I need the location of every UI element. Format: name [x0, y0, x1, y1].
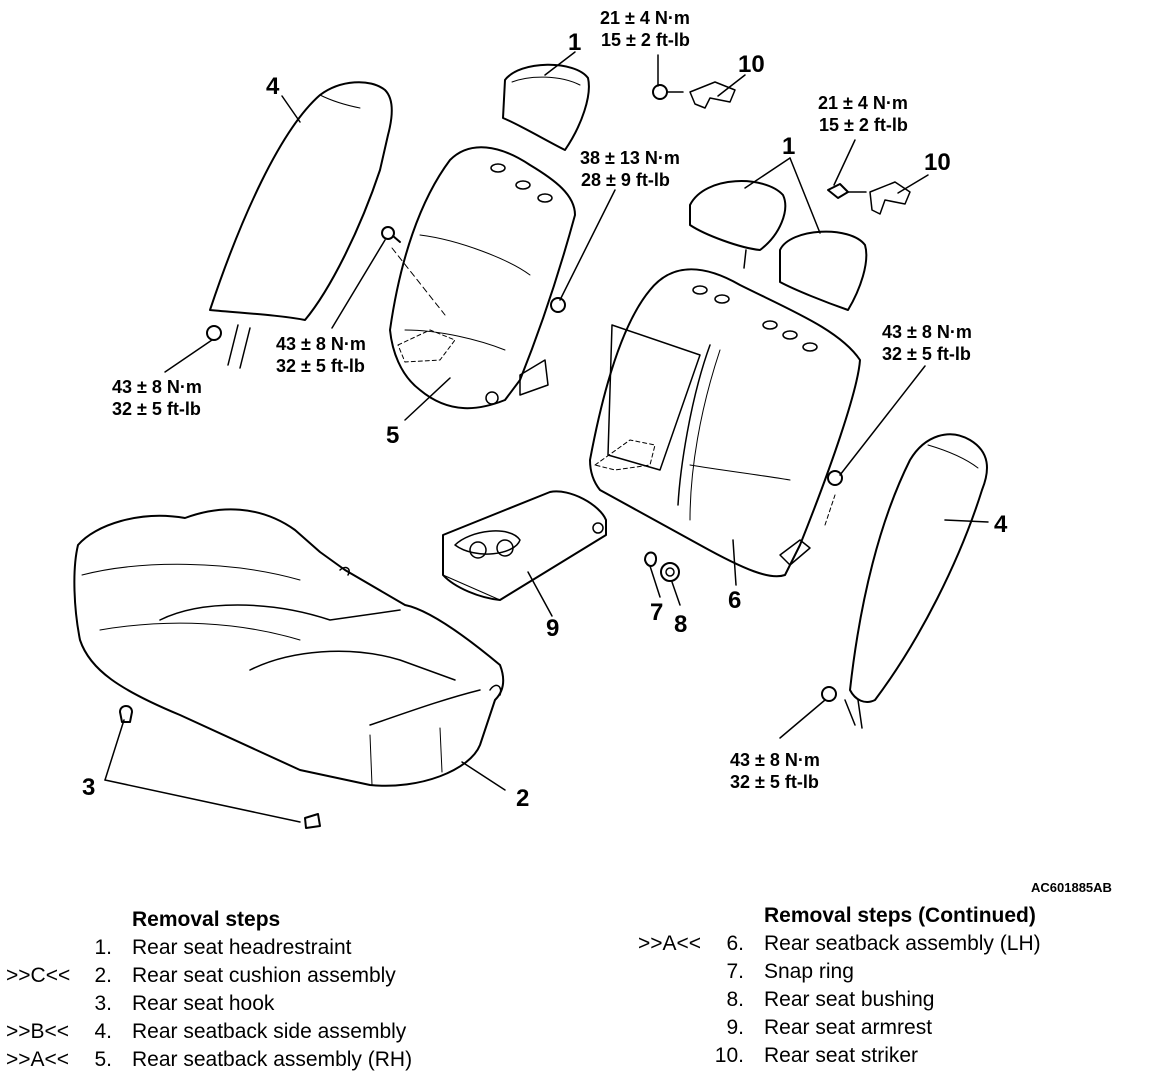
step-row: 7. Snap ring	[630, 958, 1150, 986]
torque-side-right-ftlb: 32 ± 5 ft-lb	[730, 772, 819, 792]
removal-steps-title: Removal steps	[0, 906, 560, 934]
callout-4-left: 4	[266, 73, 280, 100]
seatback-side-left	[206, 81, 393, 369]
torque-seatback-rh-ftlb: 28 ± 9 ft-lb	[581, 170, 670, 190]
torque-seatback-lh-nm: 43 ± 8 N·m	[882, 322, 972, 342]
step-text: Rear seatback assembly (RH)	[132, 1048, 413, 1071]
removal-steps-continued-heading: Removal steps (Continued)	[764, 904, 1036, 927]
step-text: Rear seat bushing	[764, 988, 935, 1011]
step-number: 3.	[94, 992, 112, 1015]
step-text: Rear seat headrestraint	[132, 936, 352, 959]
step-text: Rear seatback side assembly	[132, 1020, 407, 1043]
striker-top	[652, 81, 736, 109]
step-number: 2.	[94, 964, 112, 987]
headrest-center	[502, 63, 590, 151]
callout-5: 5	[386, 422, 399, 449]
torque-striker-right-nm: 21 ± 4 N·m	[818, 93, 908, 113]
figure-code: AC601885AB	[1031, 880, 1112, 895]
seatback-side-right	[821, 433, 988, 729]
step-row: 8. Rear seat bushing	[630, 986, 1150, 1014]
torque-seatback-rh-nm: 38 ± 13 N·m	[580, 148, 680, 168]
seat-hook-left	[119, 705, 133, 723]
removal-steps-left: Removal steps 1. Rear seat headrestraint…	[0, 906, 560, 1074]
step-number: 1.	[94, 936, 112, 959]
step-number: 4.	[94, 1020, 112, 1043]
callout-7: 7	[650, 599, 663, 626]
seatback-lh	[589, 268, 861, 578]
torque-seatback-rh-left-ftlb: 32 ± 5 ft-lb	[276, 356, 365, 376]
removal-steps-title: Removal steps (Continued)	[630, 902, 1150, 930]
step-row: 9. Rear seat armrest	[630, 1014, 1150, 1042]
snap-ring	[644, 551, 658, 567]
seat-bushing	[660, 562, 680, 582]
step-tag: >>B<<	[6, 1020, 70, 1043]
callout-3: 3	[82, 774, 95, 801]
step-tag: >>A<<	[6, 1048, 70, 1071]
step-tag: >>C<<	[6, 964, 71, 987]
step-row: >>A<< 5. Rear seatback assembly (RH)	[0, 1046, 560, 1074]
bolt-rh-right	[550, 297, 566, 313]
step-text: Rear seatback assembly (LH)	[764, 932, 1041, 955]
step-row: 3. Rear seat hook	[0, 990, 560, 1018]
callout-9: 9	[546, 615, 559, 642]
callout-6: 6	[728, 587, 741, 614]
torque-side-right-nm: 43 ± 8 N·m	[730, 750, 820, 770]
step-number: 10.	[714, 1044, 744, 1067]
step-number: 7.	[726, 960, 744, 983]
callout-4-right: 4	[994, 511, 1008, 538]
step-row: >>C<< 2. Rear seat cushion assembly	[0, 962, 560, 990]
step-row: >>A<< 6. Rear seatback assembly (LH)	[630, 930, 1150, 958]
step-text: Rear seat armrest	[764, 1016, 933, 1039]
callout-10-top: 10	[738, 51, 765, 78]
bolt-rh-upper	[381, 226, 446, 316]
armrest	[442, 490, 607, 601]
torque-seatback-lh-ftlb: 32 ± 5 ft-lb	[882, 344, 971, 364]
torque-striker-right-ftlb: 15 ± 2 ft-lb	[819, 115, 908, 135]
removal-steps-right: Removal steps (Continued) >>A<< 6. Rear …	[630, 902, 1150, 1070]
leader-lines	[104, 51, 989, 823]
step-number: 5.	[94, 1048, 112, 1071]
torque-top-ftlb: 15 ± 2 ft-lb	[601, 30, 690, 50]
torque-seatback-rh-left-nm: 43 ± 8 N·m	[276, 334, 366, 354]
bolt-lh-right	[824, 470, 843, 526]
step-text: Rear seat hook	[132, 992, 275, 1015]
callout-1-top: 1	[568, 29, 581, 56]
step-row: 10. Rear seat striker	[630, 1042, 1150, 1070]
seat-hook-right	[304, 813, 321, 829]
seatback-rh	[389, 146, 576, 410]
callout-8: 8	[674, 611, 687, 638]
callout-1-right: 1	[782, 133, 795, 160]
step-text: Rear seat cushion assembly	[132, 964, 396, 987]
step-text: Snap ring	[764, 960, 854, 983]
striker-right	[827, 181, 911, 215]
step-number: 6.	[726, 932, 744, 955]
torque-side-left-ftlb: 32 ± 5 ft-lb	[112, 399, 201, 419]
step-row: 1. Rear seat headrestraint	[0, 934, 560, 962]
exploded-diagram: 1 4 10 1 10 5 4 6 9 7 8 2 3 21 ± 4 N·m 1…	[73, 8, 1112, 895]
headrest-right-a	[689, 180, 787, 269]
torque-side-left-nm: 43 ± 8 N·m	[112, 377, 202, 397]
step-tag: >>A<<	[638, 932, 702, 955]
step-row: >>B<< 4. Rear seatback side assembly	[0, 1018, 560, 1046]
torque-top-nm: 21 ± 4 N·m	[600, 8, 690, 28]
headrest-right-b	[779, 230, 868, 311]
removal-steps-heading: Removal steps	[132, 908, 281, 931]
callout-2: 2	[516, 785, 529, 812]
seat-cushion	[73, 508, 505, 787]
step-number: 8.	[726, 988, 744, 1011]
step-text: Rear seat striker	[764, 1044, 919, 1067]
step-number: 9.	[726, 1016, 744, 1039]
callout-10-right: 10	[924, 149, 951, 176]
